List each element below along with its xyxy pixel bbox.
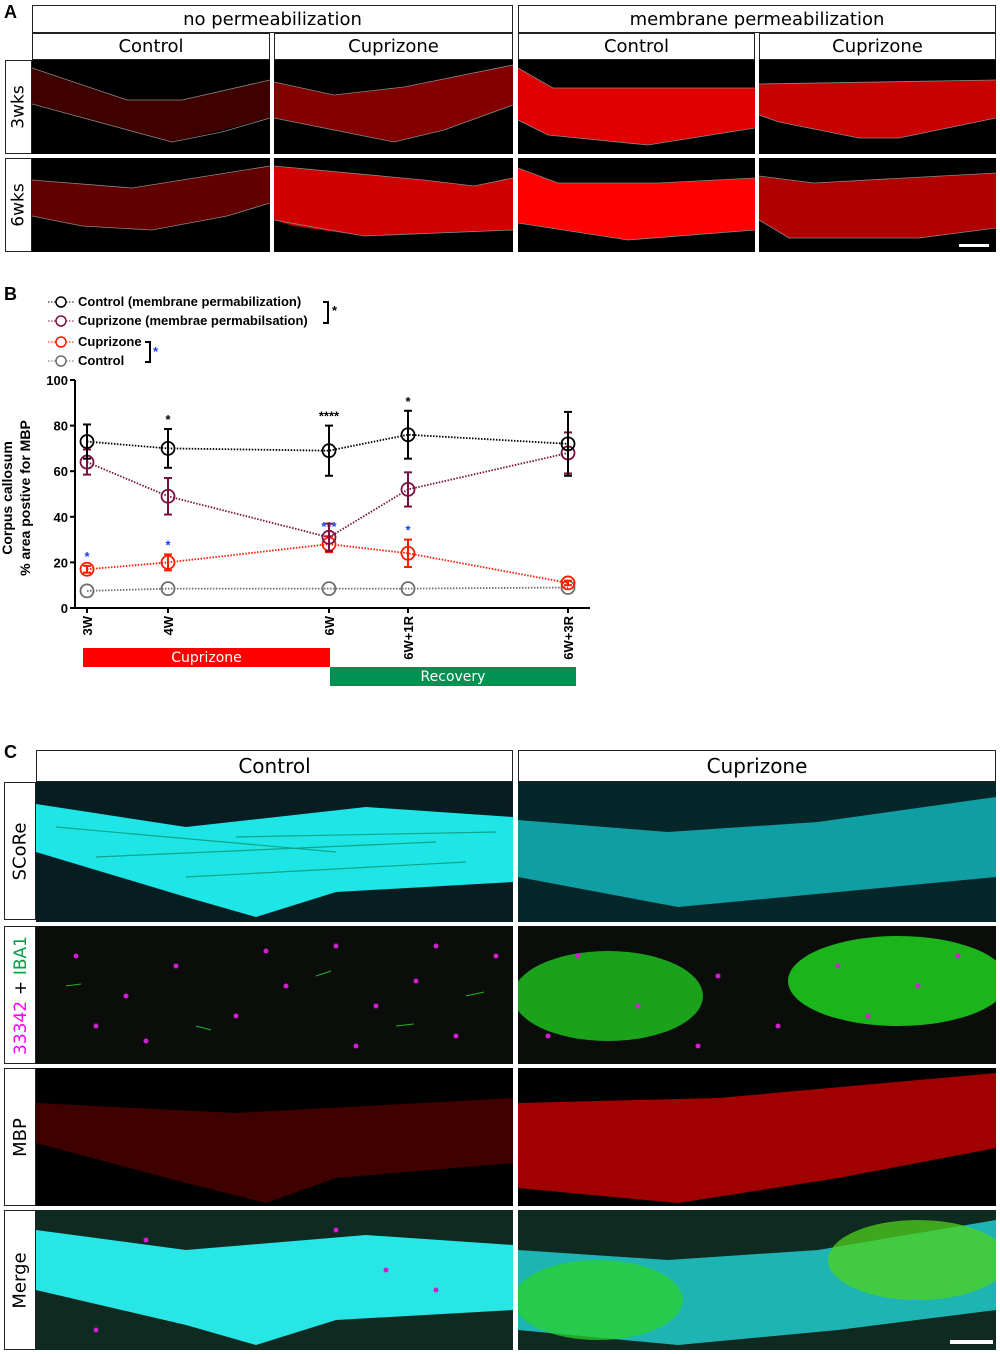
legend-marker-icon — [48, 354, 74, 367]
data-point — [321, 443, 337, 459]
row-label-merge: Merge — [4, 1210, 36, 1350]
data-point — [400, 427, 416, 443]
y-tick-label: 60 — [54, 464, 68, 479]
column-header-cuprizone-noperm: Cuprizone — [274, 33, 513, 60]
row-label-6wks: 6wks — [5, 158, 32, 252]
bracket-sig-black: * — [332, 303, 338, 318]
column-header-control: Control — [36, 750, 513, 782]
series-cuprizone: ****** — [79, 519, 576, 591]
label-plus: + — [10, 980, 31, 995]
legend-marker-icon — [48, 314, 74, 327]
label-iba1: IBA1 — [10, 935, 31, 975]
legend-item-cuprizone-perm: Cuprizone (membrae permabilsation) — [48, 313, 308, 328]
x-tick-label: 6W+1R — [401, 615, 416, 659]
x-tick-label: 6W+3R — [561, 615, 576, 659]
micrograph-c-iba1-cuprizone — [518, 926, 996, 1064]
micrograph-c-merge-cuprizone — [518, 1210, 996, 1350]
column-header-cuprizone-perm: Cuprizone — [759, 33, 996, 60]
row-label-3wks: 3wks — [5, 60, 32, 154]
micrograph-c-iba1-control — [36, 926, 513, 1064]
series-control-membrane-permabilization-: ****** — [79, 394, 576, 477]
legend-item-control: Control — [48, 353, 124, 368]
legend-marker-icon — [48, 335, 74, 348]
micrograph-a-3wks-control-perm — [518, 60, 755, 154]
y-tick-label: 20 — [54, 555, 68, 570]
legend-marker-icon — [48, 295, 74, 308]
data-point — [560, 575, 576, 591]
micrograph-a-3wks-cuprizone-perm — [759, 60, 996, 154]
x-tick-label: 4W — [161, 615, 176, 635]
data-point — [160, 555, 176, 570]
legend-item-cuprizone: Cuprizone — [48, 334, 142, 349]
significance-marker: * — [405, 394, 411, 409]
data-point — [79, 561, 95, 577]
row-label-33342-iba1: 33342 + IBA1 — [4, 926, 36, 1064]
panel-b-letter: B — [4, 284, 17, 304]
data-point — [160, 581, 176, 597]
micrograph-a-3wks-cuprizone-noperm — [274, 60, 513, 154]
data-point — [160, 488, 176, 504]
micrograph-a-6wks-cuprizone-noperm — [274, 158, 513, 252]
label-33342: 33342 — [10, 1000, 31, 1055]
column-header-control-noperm: Control — [32, 33, 270, 60]
significance-bracket-perm — [323, 301, 329, 324]
data-point — [400, 581, 416, 597]
micrograph-c-mbp-control — [36, 1068, 513, 1206]
data-point — [321, 581, 337, 597]
scale-bar — [959, 244, 989, 247]
micrograph-a-6wks-control-perm — [518, 158, 755, 252]
data-point — [79, 583, 95, 599]
y-tick-label: 100 — [46, 373, 68, 388]
data-point — [79, 434, 95, 449]
data-point — [560, 436, 576, 452]
group-header-membrane-permeabilization: membrane permeabilization — [518, 5, 996, 33]
y-tick-label: 0 — [61, 601, 68, 616]
micrograph-a-6wks-cuprizone-perm — [759, 158, 996, 252]
row-label-score: SCoRe — [4, 782, 36, 920]
significance-bracket-noperm — [145, 341, 151, 363]
micrograph-c-mbp-cuprizone — [518, 1068, 996, 1206]
y-tick-label: 80 — [54, 419, 68, 434]
data-point — [400, 482, 416, 497]
treatment-bar-recovery: Recovery — [330, 667, 576, 686]
panel-c-letter: C — [4, 742, 17, 762]
significance-marker: **** — [319, 409, 340, 424]
row-label-mbp: MBP — [4, 1068, 36, 1206]
bracket-sig-blue: * — [153, 344, 159, 359]
micrograph-a-3wks-control-noperm — [32, 60, 270, 154]
legend-item-control-perm: Control (membrane permabilization) — [48, 294, 301, 309]
micrograph-c-score-cuprizone — [518, 782, 996, 922]
significance-marker: * — [405, 523, 411, 538]
data-point — [160, 440, 176, 456]
scale-bar — [950, 1340, 993, 1344]
significance-marker: * — [165, 412, 171, 427]
significance-marker: * — [84, 549, 90, 564]
data-point — [321, 529, 337, 545]
panel-a-letter: A — [4, 2, 17, 22]
series-control — [79, 580, 576, 599]
data-point — [400, 545, 416, 561]
column-header-control-perm: Control — [518, 33, 755, 60]
column-header-cuprizone: Cuprizone — [518, 750, 996, 782]
micrograph-c-score-control — [36, 782, 513, 922]
significance-marker: * — [165, 537, 171, 552]
y-tick-label: 40 — [54, 510, 68, 525]
micrograph-a-6wks-control-noperm — [32, 158, 270, 252]
x-tick-label: 6W — [322, 615, 337, 635]
treatment-bar-cuprizone: Cuprizone — [83, 648, 330, 667]
micrograph-c-merge-control — [36, 1210, 513, 1350]
x-tick-label: 3W — [80, 615, 95, 635]
group-header-no-permeabilization: no permeabilization — [32, 5, 513, 33]
